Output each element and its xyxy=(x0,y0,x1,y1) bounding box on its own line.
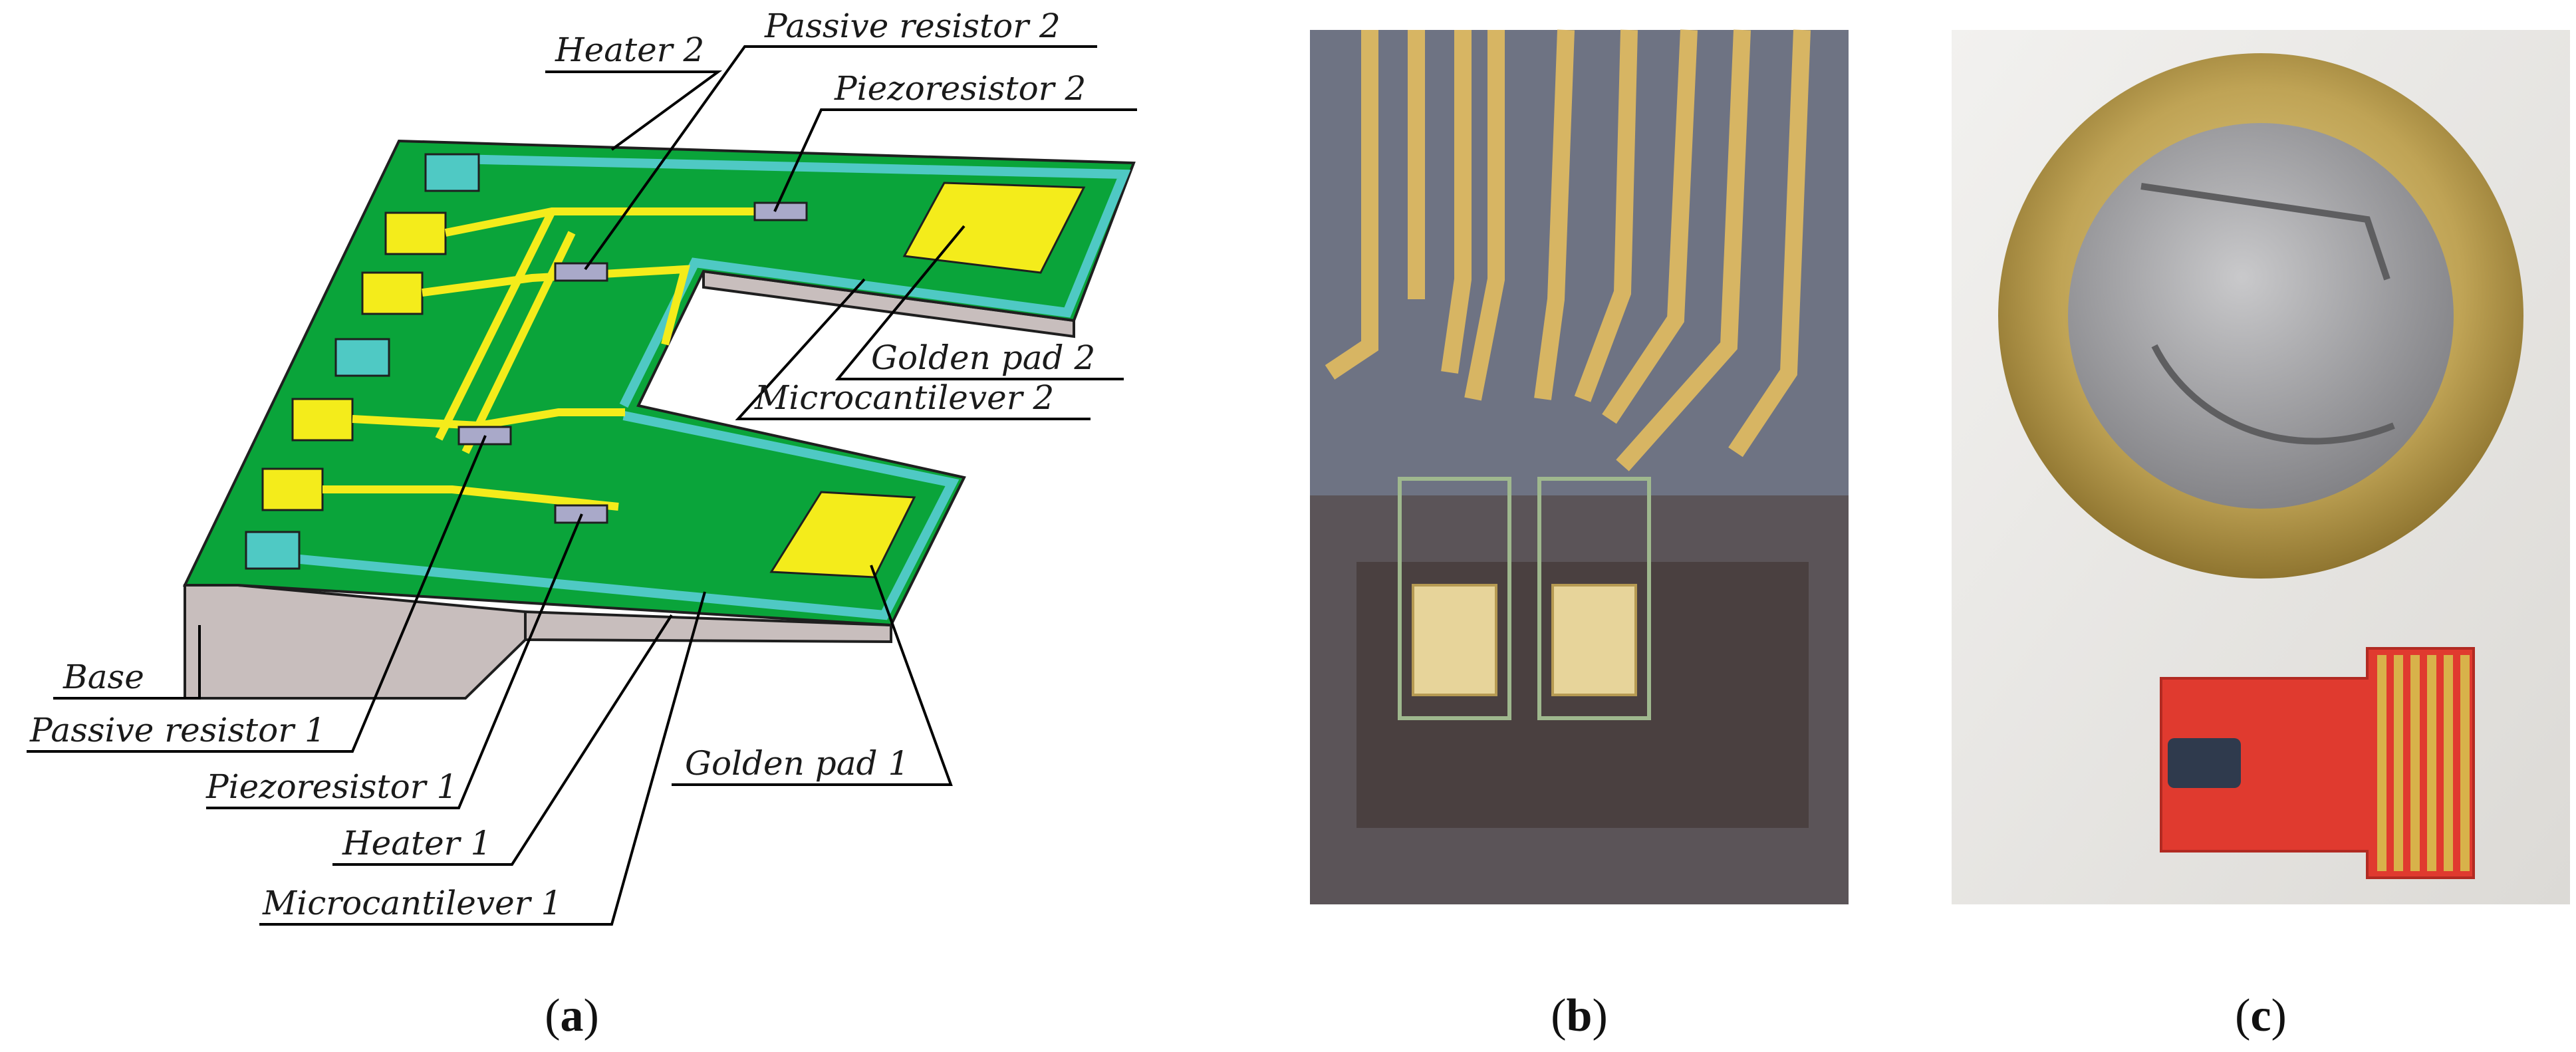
leader-base xyxy=(53,625,201,700)
caption-c: (c) xyxy=(2235,990,2287,1041)
gold-traces xyxy=(1325,29,1811,471)
lower-cantilever-side xyxy=(524,610,892,644)
label-heater-2: Heater 2 xyxy=(555,31,704,69)
leader-microcantilever-1 xyxy=(259,591,706,926)
cantilever-left xyxy=(1398,477,1511,720)
label-microcantilever-1: Microcantilever 1 xyxy=(262,884,562,922)
label-passive-resistor-2: Passive resistor 2 xyxy=(764,7,1061,45)
label-passive-resistor-1: Passive resistor 1 xyxy=(29,711,326,749)
leader-heater-2 xyxy=(545,70,723,151)
bond-pad-3 xyxy=(291,398,354,442)
bond-pad-4 xyxy=(261,467,324,511)
conductor-traces xyxy=(322,207,791,511)
bond-pad-2 xyxy=(361,271,424,315)
contact-fingers xyxy=(2377,655,2470,871)
coin-relief xyxy=(2140,183,2395,445)
leader-passive-resistor-1 xyxy=(27,435,487,753)
heater-contact-mid xyxy=(334,338,390,377)
passive-resistor-2-shape xyxy=(554,262,608,282)
panel-c-photo xyxy=(1952,30,2570,904)
heater-1-track xyxy=(279,411,960,620)
label-golden-pad-2: Golden pad 2 xyxy=(871,338,1095,377)
label-piezoresistor-2: Piezoresistor 2 xyxy=(834,69,1086,108)
leader-heater-1 xyxy=(332,614,673,866)
leader-piezoresistor-1 xyxy=(206,513,583,809)
heater-1-contact xyxy=(245,531,301,570)
leader-golden-pad-2 xyxy=(835,225,1124,380)
heater-2-contact xyxy=(424,153,480,192)
label-microcantilever-2: Microcantilever 2 xyxy=(754,378,1054,417)
label-base: Base xyxy=(63,658,144,696)
panel-a-schematic: Heater 2 Passive resistor 2 Piezoresisto… xyxy=(27,7,1137,926)
caption-a: (a) xyxy=(545,990,599,1041)
golden-pad-2-shape xyxy=(902,182,1086,274)
cantilever-right xyxy=(1537,477,1651,720)
label-piezoresistor-1: Piezoresistor 1 xyxy=(205,767,457,806)
leader-microcantilever-2 xyxy=(735,278,1091,420)
panel-b-micrograph xyxy=(1310,29,1849,904)
piezoresistor-2-shape xyxy=(753,201,808,221)
base-side-wall xyxy=(184,584,527,700)
coin-center xyxy=(2068,123,2454,509)
leader-piezoresistor-2 xyxy=(773,108,1137,212)
label-heater-1: Heater 1 xyxy=(342,824,491,862)
cantilever-pad-right xyxy=(1551,584,1637,696)
cantilever-pad-left xyxy=(1412,584,1497,696)
sensor-chip xyxy=(2168,738,2241,788)
bond-pad-1 xyxy=(384,211,447,255)
leader-passive-resistor-2 xyxy=(584,45,1097,271)
leader-golden-pad-1 xyxy=(672,565,953,786)
label-golden-pad-1: Golden pad 1 xyxy=(685,744,909,783)
caption-b: (b) xyxy=(1551,990,1608,1041)
